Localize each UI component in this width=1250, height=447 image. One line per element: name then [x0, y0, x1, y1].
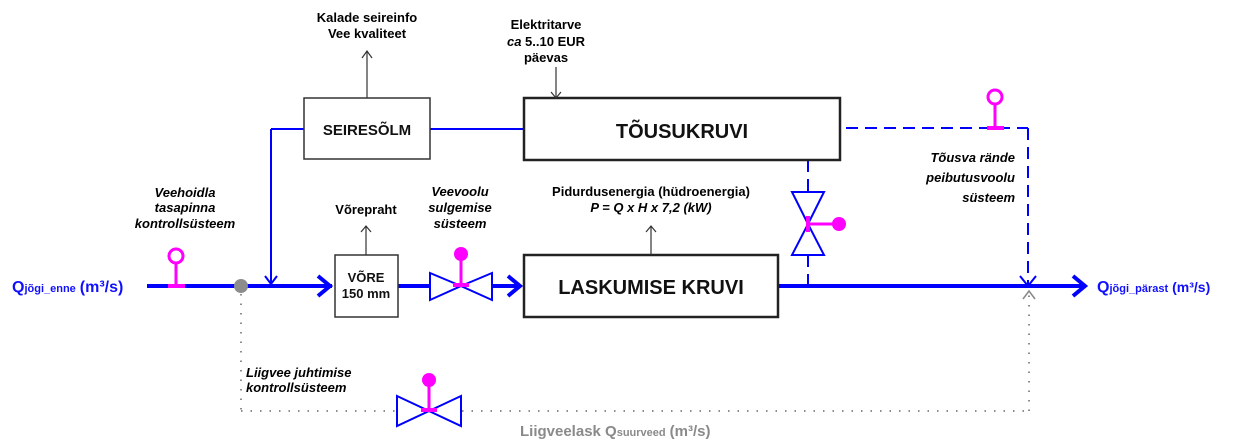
flow-arrow-icon: [506, 274, 524, 298]
screen-box-label-1: VÕRE: [348, 270, 385, 285]
spill-label: Liigveelask Qsuurveed(m³/s): [520, 423, 710, 440]
arrow-up-icon: [645, 225, 657, 233]
energy-out-text-2: P = Q x H x 7,2 (kW): [590, 200, 711, 215]
arrow-up-icon: [361, 49, 373, 59]
downscrew-box-label: LASKUMISE KRUVI: [558, 277, 744, 299]
shutoff-control-text-3: süsteem: [434, 216, 487, 231]
reservoir-control-text-3: kontrollsüsteem: [135, 216, 236, 231]
spill-valve-icon[interactable]: [396, 373, 462, 428]
upscrew-box-label: TÕUSUKRUVI: [616, 119, 748, 143]
power-in-text-2: ca 5..10 EUR: [507, 34, 586, 49]
upscrew-box: TÕUSUKRUVI: [522, 96, 842, 162]
shutoff-control-text-1: Veevoolu: [431, 184, 488, 199]
monitor-out-text-2: Vee kvaliteet: [328, 26, 407, 41]
arrow-down-icon: [550, 91, 562, 99]
reservoir-control-text-1: Veehoidla: [155, 185, 216, 200]
flow-arrow-icon: [316, 274, 334, 298]
bypass-line: [240, 289, 1036, 412]
attraction-text-1: Tõusva rände: [930, 150, 1015, 165]
attraction-text-3: süsteem: [962, 190, 1015, 205]
reservoir-level-sensor-icon[interactable]: [167, 247, 185, 288]
screen-box-label-2: 150 mm: [342, 286, 390, 301]
monitor-branch-line: [264, 128, 524, 286]
reservoir-control-text-2: tasapinna: [155, 200, 216, 215]
arrow-up-icon: [360, 225, 372, 233]
bypass-merge-arrow-icon: [1022, 289, 1036, 300]
shutoff-valve-icon[interactable]: [429, 247, 493, 302]
screen-box: VÕRE 150 mm: [334, 254, 399, 318]
attraction-text-2: peibutusvoolu: [925, 170, 1015, 185]
outflow-arrow-icon: [1071, 274, 1089, 298]
spill-control-text-2: kontrollsüsteem: [246, 380, 347, 395]
spill-control-text-1: Liigvee juhtimise: [246, 365, 351, 380]
attraction-valve-icon[interactable]: [790, 191, 846, 256]
power-in-text-3: päevas: [524, 50, 568, 65]
attraction-level-sensor-icon[interactable]: [986, 88, 1004, 130]
outflow-label: Qjõgi_pärast(m³/s): [1097, 279, 1210, 296]
monitor-box-label: SEIRESÕLM: [323, 121, 411, 139]
downscrew-box: LASKUMISE KRUVI: [522, 253, 780, 319]
junction-dot-icon: [234, 279, 248, 293]
monitor-out-text-1: Kalade seireinfo: [317, 10, 417, 25]
screen-out-text: Võrepraht: [335, 202, 397, 217]
monitor-box: SEIRESÕLM: [303, 97, 431, 160]
inflow-label: Qjõgi_enne(m³/s): [12, 279, 123, 296]
branch-arrow-icon: [264, 275, 278, 286]
shutoff-control-text-2: sulgemise: [428, 200, 492, 215]
energy-out-text-1: Pidurdusenergia (hüdroenergia): [552, 184, 750, 199]
power-in-text-1: Elektritarve: [511, 17, 582, 32]
